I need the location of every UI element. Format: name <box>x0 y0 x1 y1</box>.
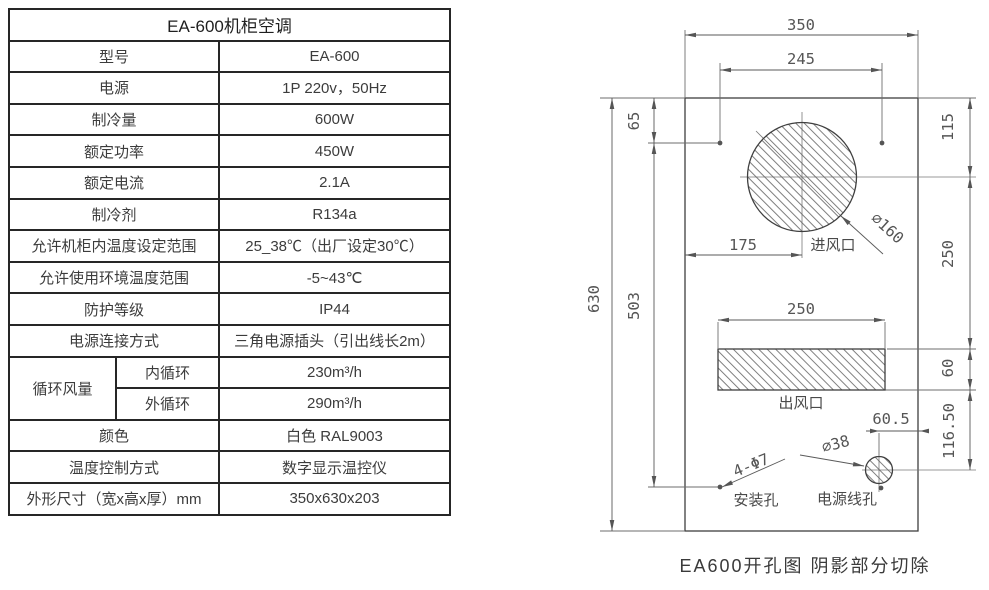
table-row: 型号 EA-600 <box>8 39 452 74</box>
row-label: 颜色 <box>8 418 220 453</box>
row-label: 额定功率 <box>8 134 220 168</box>
dim-inlet-left: 175 <box>729 236 757 254</box>
row-label: 电源连接方式 <box>8 323 220 358</box>
row-label: 电源 <box>8 71 220 105</box>
dim-power-hole-v: 116.50 <box>940 403 958 459</box>
row-value: 数字显示温控仪 <box>217 450 452 484</box>
row-sublabel: 内循环 <box>115 355 220 390</box>
table-row: 颜色 白色 RAL9003 <box>8 418 452 453</box>
table-title: EA-600机柜空调 <box>7 8 452 42</box>
dim-inlet-dia: ∅160 <box>867 209 907 247</box>
row-label: 型号 <box>8 39 220 74</box>
drawing-caption: EA600开孔图 阴影部分切除 <box>679 556 930 576</box>
row-value: 三角电源插头（引出线长2m） <box>217 323 452 358</box>
dim-power-hole-dia: ∅38 <box>820 432 852 457</box>
panel-outline <box>684 97 919 532</box>
row-value: 230m³/h <box>217 355 452 390</box>
mount-hole-label: 安装孔 <box>733 492 778 509</box>
dim-outlet-height: 60 <box>939 359 957 378</box>
row-label: 允许使用环境温度范围 <box>8 260 220 295</box>
row-value: 600W <box>217 102 452 137</box>
cutout-drawing: 350 245 630 65 503 175 115 250 60 116.50… <box>585 16 976 576</box>
dim-hole-height: 503 <box>625 292 643 320</box>
row-value: EA-600 <box>217 39 452 74</box>
power-hole-label: 电源线孔 <box>817 491 877 508</box>
row-value: 2.1A <box>217 165 452 200</box>
row-value: R134a <box>217 197 452 232</box>
table-row: EA-600机柜空调 <box>7 8 452 42</box>
dim-power-hole-right: 60.5 <box>872 410 909 428</box>
table-row: 电源 1P 220v，50Hz <box>8 71 452 105</box>
table-row: 电源连接方式 三角电源插头（引出线长2m） <box>8 323 452 358</box>
row-label: 制冷量 <box>8 102 220 137</box>
air-outlet-label: 出风口 <box>778 395 823 412</box>
leader-lines <box>721 215 884 488</box>
row-sublabel: 外循环 <box>115 387 220 421</box>
row-label: 温度控制方式 <box>8 450 220 484</box>
air-inlet-hole <box>746 121 858 233</box>
spec-table: EA-600机柜空调 型号 EA-600 电源 1P 220v，50Hz 制冷量… <box>7 8 452 516</box>
row-label: 额定电流 <box>8 165 220 200</box>
row-label: 允许机柜内温度设定范围 <box>8 229 220 263</box>
dim-mount-holes: 4-Φ7 <box>730 450 771 481</box>
row-group-label: 循环风量 <box>8 355 117 421</box>
dimension-lines <box>609 32 973 531</box>
row-value: -5~43℃ <box>217 260 452 295</box>
table-row: 外形尺寸（宽x高x厚）mm 350x630x203 <box>8 481 452 516</box>
table-row: 制冷剂 R134a <box>8 197 452 232</box>
row-value: 290m³/h <box>217 387 452 421</box>
table-row: 允许机柜内温度设定范围 25_38℃（出厂设定30℃） <box>8 229 452 263</box>
extension-lines <box>600 30 976 532</box>
table-row: 额定功率 450W <box>8 134 452 168</box>
power-cord-hole <box>864 455 894 485</box>
air-inlet-label: 进风口 <box>810 237 855 254</box>
dim-outlet-width: 250 <box>787 300 815 318</box>
row-value: 1P 220v，50Hz <box>217 71 452 105</box>
row-label: 外形尺寸（宽x高x厚）mm <box>8 481 220 516</box>
table-row: 温度控制方式 数字显示温控仪 <box>8 450 452 484</box>
dim-width: 350 <box>787 16 815 34</box>
dim-height: 630 <box>585 285 603 313</box>
table-row: 循环风量 内循环 230m³/h <box>8 355 452 421</box>
dim-inlet-top: 115 <box>939 113 957 141</box>
row-value: 350x630x203 <box>217 481 452 516</box>
table-row: 防护等级 IP44 <box>8 292 452 326</box>
air-outlet-cutout <box>717 348 886 391</box>
mounting-hole-markers <box>717 140 885 491</box>
row-value: 25_38℃（出厂设定30℃） <box>217 229 452 263</box>
row-value: IP44 <box>217 292 452 326</box>
dim-top-offset: 65 <box>625 112 643 131</box>
table-row: 额定电流 2.1A <box>8 165 452 200</box>
row-value: 白色 RAL9003 <box>217 418 452 453</box>
row-value: 450W <box>217 134 452 168</box>
table-row: 外循环 290m³/h <box>9 387 452 421</box>
table-row: 制冷量 600W <box>8 102 452 137</box>
table-row: 允许使用环境温度范围 -5~43℃ <box>8 260 452 295</box>
power-hole-offset-dim <box>866 428 929 434</box>
row-label: 防护等级 <box>8 292 220 326</box>
dim-hole-span: 245 <box>787 50 815 68</box>
row-label: 制冷剂 <box>8 197 220 232</box>
dim-inlet-to-outlet: 250 <box>939 240 957 268</box>
